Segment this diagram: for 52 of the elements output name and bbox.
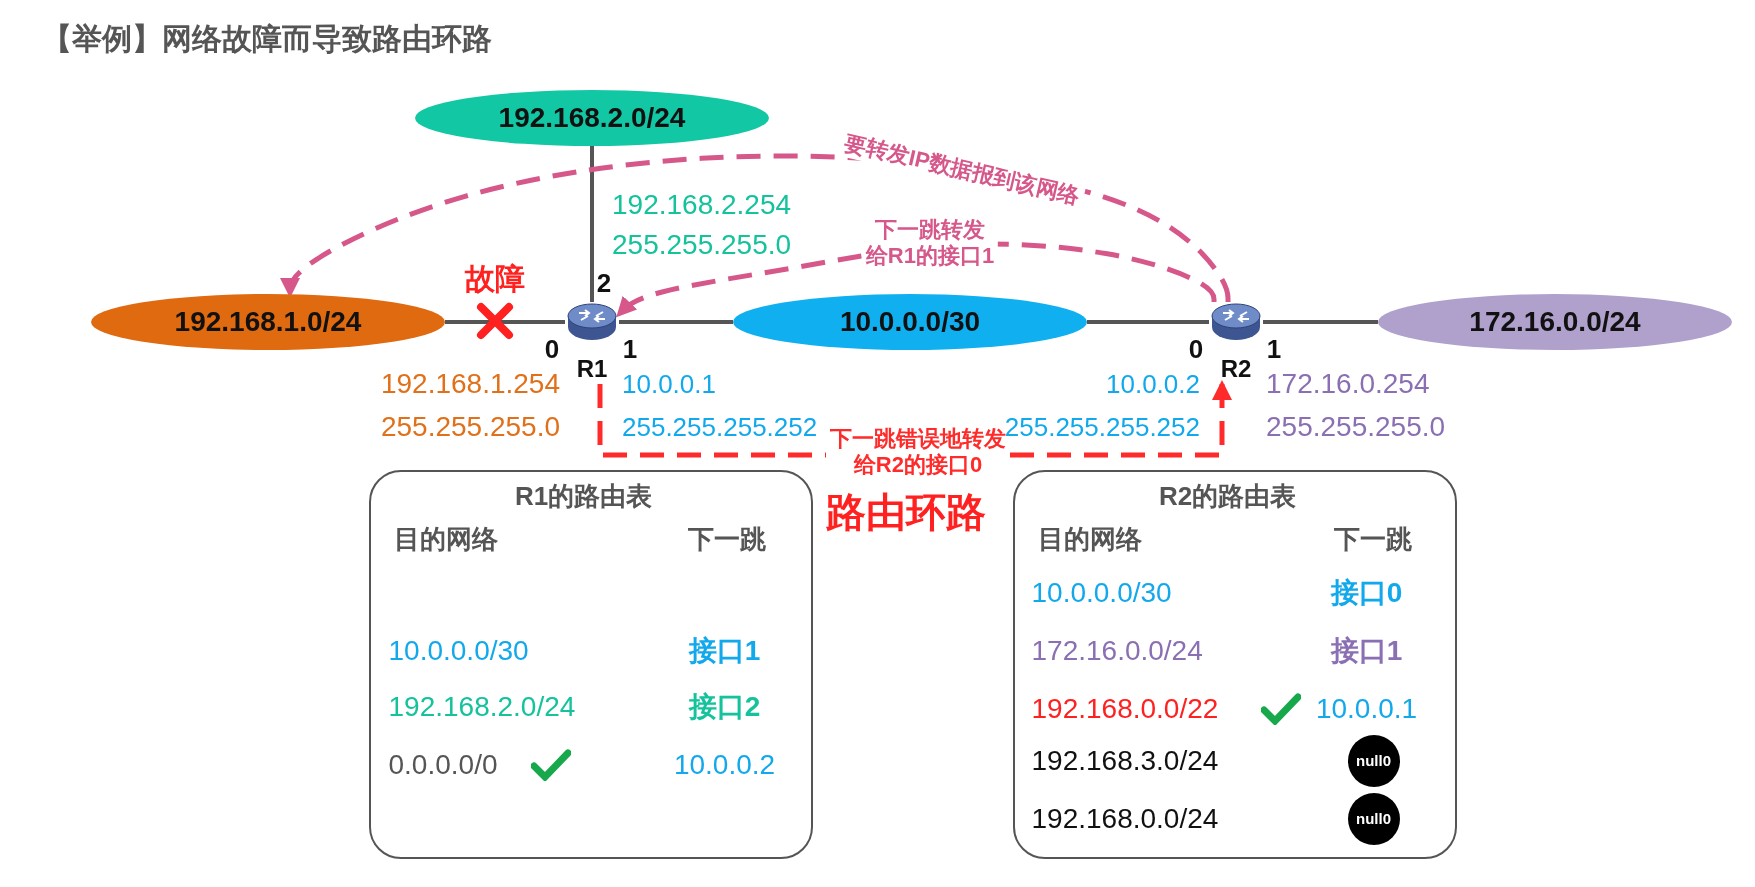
table-cell: 接口1 (688, 635, 761, 666)
table-cell: 192.168.2.0/24 (388, 691, 576, 722)
table-cell: 10.0.0.1 (1315, 693, 1418, 724)
ip-address: 10.0.0.1 (622, 369, 716, 399)
subnet-mask: 255.255.255.0 (612, 229, 792, 261)
table-cell: 接口1 (1330, 635, 1403, 666)
column-header: 下一跳 (1333, 524, 1412, 553)
network-ellipse: 192.168.1.0/24 (91, 294, 445, 350)
link-line (619, 320, 733, 324)
link-line (1263, 320, 1378, 324)
router-label: R2 (1220, 355, 1252, 383)
table-cell: 192.168.0.0/22 (1031, 693, 1219, 724)
table-cell: 接口2 (688, 691, 761, 722)
table-cell: 10.0.0.0/30 (388, 635, 529, 666)
port-number: 1 (1266, 334, 1282, 364)
network-ellipse: 192.168.2.0/24 (415, 90, 769, 146)
link-line (445, 320, 565, 324)
subnet-mask: 255.255.255.0 (1266, 411, 1446, 443)
subnet-mask: 255.255.255.252 (622, 412, 818, 442)
ip-address: 10.0.0.2 (1106, 369, 1200, 399)
title: 【举例】网络故障而导致路由环路 (42, 22, 492, 55)
routing-table-panel (1013, 470, 1457, 859)
table-cell: 10.0.0.2 (673, 749, 776, 780)
table-cell: 接口0 (1330, 577, 1403, 608)
port-number: 1 (622, 334, 638, 364)
column-header: 目的网络 (1037, 524, 1142, 553)
column-header: 下一跳 (687, 524, 766, 553)
network-ellipse: 10.0.0.0/30 (733, 294, 1087, 350)
table-cell: 172.16.0.0/24 (1031, 635, 1203, 666)
port-number: 2 (596, 268, 612, 298)
table-cell: 192.168.3.0/24 (1031, 745, 1219, 776)
null-interface-circle: null0 (1347, 792, 1400, 845)
column-header: 目的网络 (393, 524, 498, 553)
ip-address: 172.16.0.254 (1266, 368, 1430, 400)
ip-address: 192.168.1.254 (380, 368, 560, 400)
table-title: R1的路由表 (514, 481, 653, 510)
subnet-mask: 255.255.255.0 (380, 411, 560, 443)
table-cell: 0.0.0.0/0 (388, 749, 498, 780)
ip-address: 192.168.2.254 (612, 189, 792, 221)
fault-label: 故障 (465, 261, 525, 295)
routing-table-panel (369, 470, 813, 859)
routing-loop-label: 路由环路 (826, 490, 986, 534)
null-interface-circle: null0 (1347, 734, 1400, 787)
network-ellipse: 172.16.0.0/24 (1378, 294, 1732, 350)
router-label: R1 (576, 355, 608, 383)
link-line (1087, 320, 1209, 324)
table-cell: 192.168.0.0/24 (1031, 803, 1219, 834)
table-cell: 10.0.0.0/30 (1031, 577, 1172, 608)
port-number: 0 (544, 334, 560, 364)
link-line (590, 146, 594, 302)
port-number: 0 (1188, 334, 1204, 364)
table-title: R2的路由表 (1158, 481, 1297, 510)
